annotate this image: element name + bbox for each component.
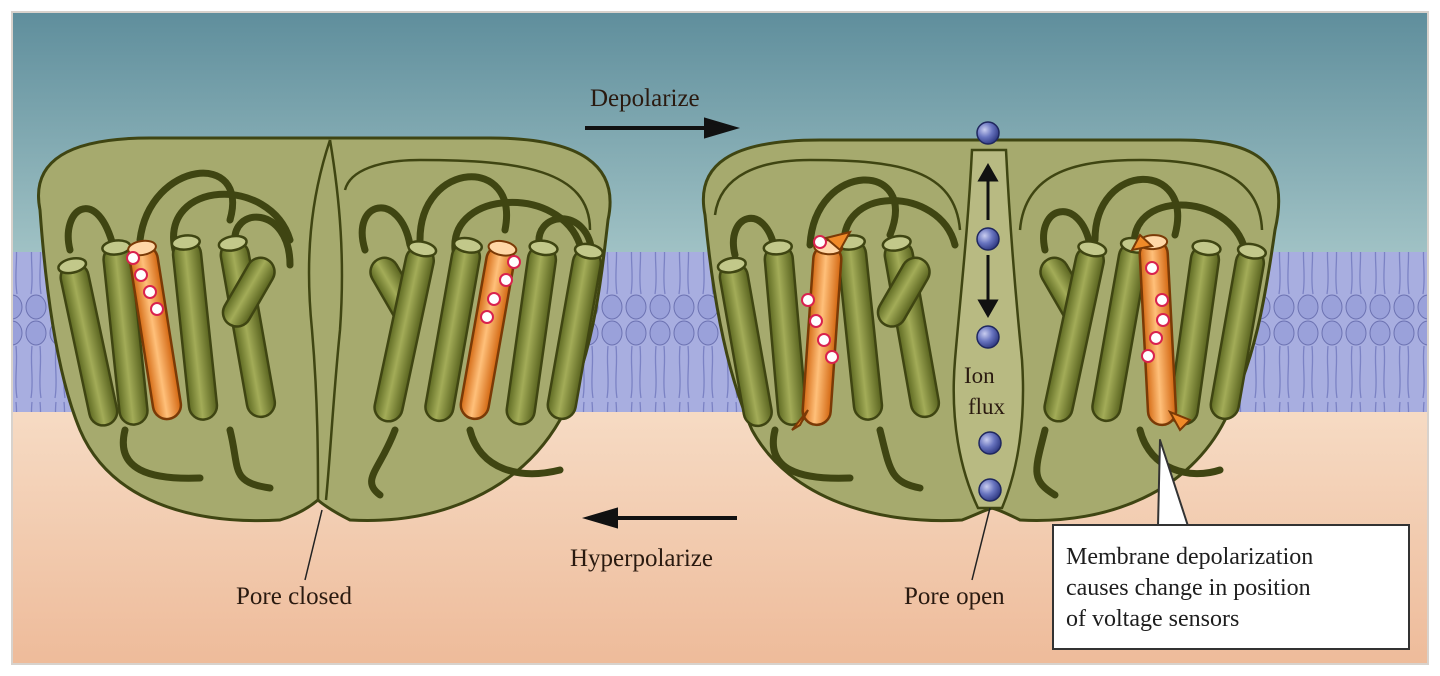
gating-charges-open — [801, 235, 1170, 364]
ion-label: Ion — [964, 363, 995, 388]
flux-label: flux — [968, 394, 1006, 419]
voltage-sensor-closed-right — [459, 239, 518, 421]
sensor-movement-arrows — [791, 230, 1192, 432]
callout-line-3: of voltage sensors — [1066, 606, 1240, 632]
callout-line-2: causes change in position — [1066, 575, 1311, 601]
depolarize-arrow — [585, 117, 741, 139]
ion-extracellular — [976, 121, 1000, 145]
closed-channel — [37, 136, 612, 523]
ions — [976, 121, 1002, 502]
voltage-sensor-closed-left — [127, 239, 183, 421]
voltage-sensor-callout: Membrane depolarization causes change in… — [1052, 524, 1410, 650]
pore-closed-leader — [304, 509, 323, 581]
ion-pore-middle — [976, 325, 1000, 349]
ion-flux-arrows — [977, 162, 999, 319]
callout-line-1: Membrane depolarization — [1066, 544, 1314, 570]
hyperpolarize-label: Hyperpolarize — [570, 545, 713, 572]
hyperpolarize-arrow — [581, 507, 737, 529]
ion-intracellular — [978, 478, 1002, 502]
ion-pore-upper — [976, 227, 1000, 251]
pore-open-label: Pore open — [904, 583, 1005, 610]
gating-charges-closed — [126, 251, 521, 324]
pore-open-leader — [971, 507, 991, 581]
closed-channel-body — [37, 136, 612, 523]
ion-pore-lower — [978, 431, 1002, 455]
depolarize-label: Depolarize — [590, 85, 700, 112]
pore-closed-label: Pore closed — [236, 583, 352, 610]
